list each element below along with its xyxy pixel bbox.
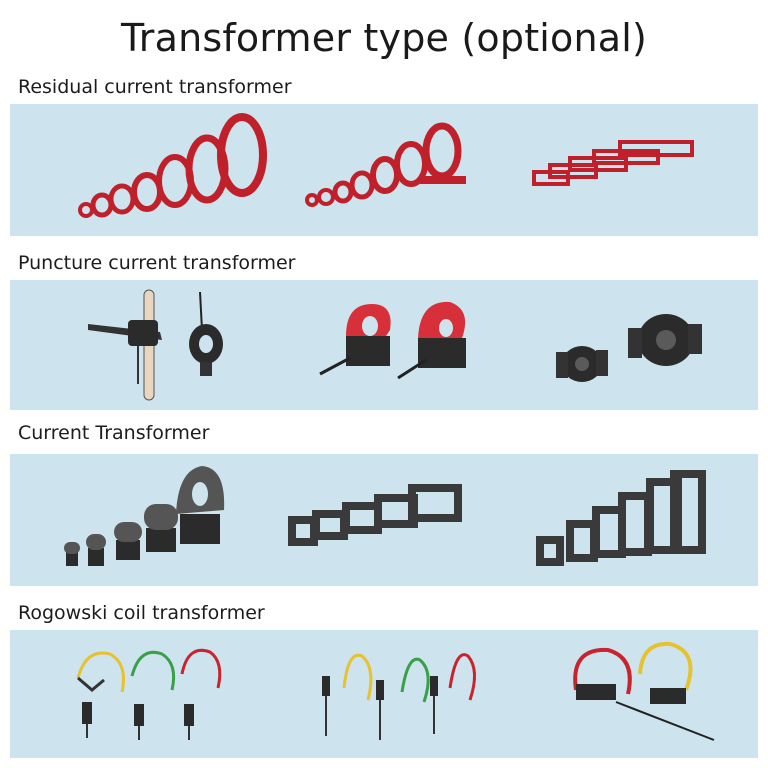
section-label-rogowski: Rogowski coil transformer [18, 602, 265, 624]
split-core-rectangular-cts [288, 484, 462, 546]
current-transformer-panel [10, 454, 758, 586]
split-core-square-frame-cts [536, 470, 706, 566]
round-ring-cts-set [78, 113, 267, 218]
puncture-ct-illustration [88, 289, 702, 401]
residual-ct-illustration [78, 113, 694, 218]
rogowski-coils-with-pigtails [322, 653, 476, 740]
residual-ct-panel [10, 104, 758, 236]
piercing-split-ring-cts [556, 314, 702, 382]
puncture-ct-panel [10, 280, 758, 410]
rectangular-frame-cts-set [532, 140, 694, 186]
rogowski-coils-with-integrators [76, 648, 222, 740]
page-title: Transformer type (optional) [120, 16, 648, 60]
piercing-black-cts [88, 289, 223, 401]
section-label-current: Current Transformer [18, 422, 210, 444]
current-transformer-illustration [64, 466, 706, 566]
oval-ring-cts-set [305, 122, 466, 207]
section-label-residual: Residual current transformer [18, 76, 292, 98]
piercing-red-cts [319, 301, 466, 380]
section-label-puncture: Puncture current transformer [18, 252, 296, 274]
rogowski-coil-panel [10, 630, 758, 758]
split-core-clamp-cts [64, 466, 225, 566]
rogowski-coil-illustration [76, 641, 715, 741]
rogowski-coils-with-clips [573, 641, 715, 741]
